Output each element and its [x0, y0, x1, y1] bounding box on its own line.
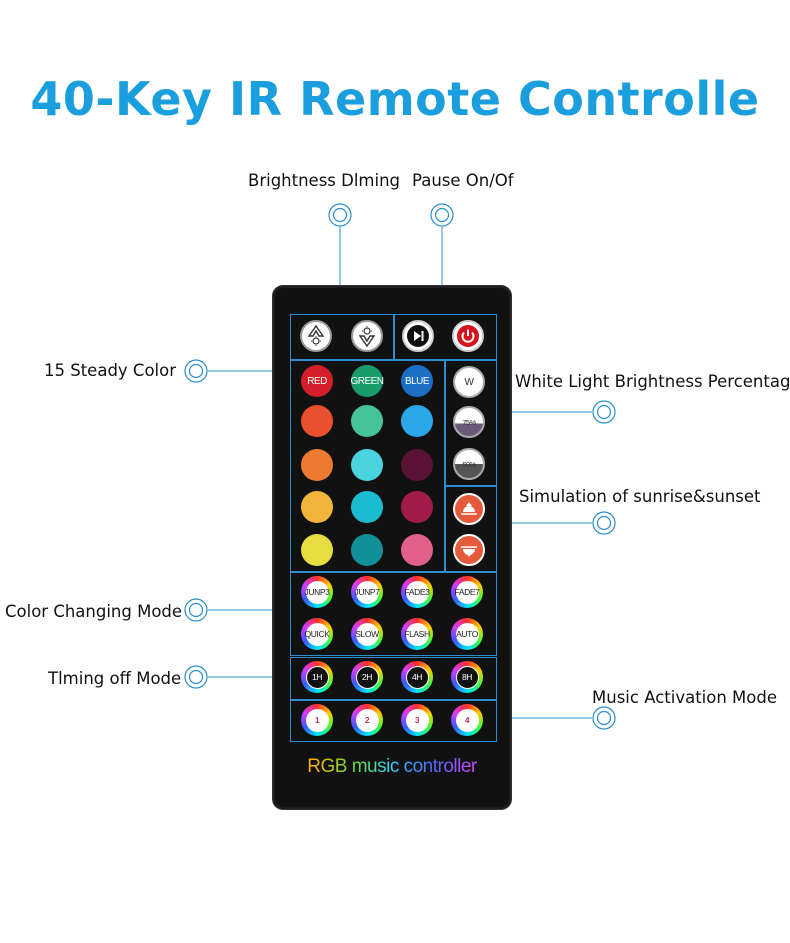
color-button[interactable] [401, 491, 433, 523]
equalizer-icon: 2 [355, 708, 379, 732]
label-timing-off: Tlming off Mode [48, 669, 182, 688]
equalizer-icon: 4 [455, 708, 479, 732]
bulb-icon: W [464, 376, 474, 388]
white-75-button[interactable]: 75% [453, 406, 485, 438]
group-timing-off [290, 657, 497, 700]
brightness-up-button[interactable] [300, 320, 332, 352]
mode-slow-button[interactable]: SLOW [351, 618, 383, 650]
power-button[interactable] [452, 320, 484, 352]
brand-label: RGB music controller [273, 756, 511, 778]
group-brightness [290, 314, 395, 360]
group-pause [393, 314, 497, 360]
brightness-down-button[interactable] [351, 320, 383, 352]
mode-quick-button[interactable]: QUICK [301, 618, 333, 650]
color-button[interactable] [401, 449, 433, 481]
mode-fade7-button[interactable]: FADE7 [451, 576, 483, 608]
color-button[interactable] [401, 534, 433, 566]
mode-fade3-button[interactable]: FADE3 [401, 576, 433, 608]
mode-flash-button[interactable]: FLASH [401, 618, 433, 650]
label-pause-on-off: Pause On/Of [412, 171, 514, 190]
label-white-brightness: White Light Brightness Percentage [515, 372, 790, 391]
equalizer-icon: 1 [305, 708, 329, 732]
timer-2h-button[interactable]: 2H [351, 661, 383, 693]
color-button[interactable] [301, 491, 333, 523]
label-sunrise-sunset: Simulation of sunrise&sunset [519, 487, 761, 506]
bulb-icon: 50% [462, 459, 476, 469]
music-mode-2-button[interactable]: 2 [351, 704, 383, 736]
equalizer-icon: 3 [405, 708, 429, 732]
group-color-changing [290, 572, 497, 656]
color-button[interactable] [301, 534, 333, 566]
group-sunrise [445, 486, 497, 572]
color-button[interactable] [351, 491, 383, 523]
mode-jump3-button[interactable]: JUNP3 [301, 576, 333, 608]
color-button[interactable] [351, 534, 383, 566]
play-pause-icon [407, 325, 429, 347]
brightness-down-icon [358, 326, 376, 347]
group-steady-color [290, 360, 445, 572]
page-title: 40-Key IR Remote Controlle [30, 72, 760, 126]
color-button[interactable] [301, 449, 333, 481]
music-mode-1-button[interactable]: 1 [301, 704, 333, 736]
bulb-icon: 75% [462, 417, 476, 427]
timer-1h-button[interactable]: 1H [301, 661, 333, 693]
color-button-red[interactable]: RED [301, 365, 333, 397]
white-light-button[interactable]: W [453, 366, 485, 398]
color-button[interactable] [351, 405, 383, 437]
group-white-brightness [445, 360, 497, 486]
label-steady-color: 15 Steady Color [44, 361, 177, 380]
color-button-green[interactable]: GREEN [350, 365, 384, 397]
label-music-activation: Music Activation Mode [592, 688, 777, 707]
brightness-up-icon [307, 325, 325, 346]
sunset-button[interactable] [453, 534, 485, 566]
power-icon [457, 325, 479, 347]
music-mode-4-button[interactable]: 4 [451, 704, 483, 736]
color-button-blue[interactable]: BLUE [401, 365, 433, 397]
play-pause-button[interactable] [402, 320, 434, 352]
mode-jump7-button[interactable]: JUNP7 [351, 576, 383, 608]
sunrise-icon [461, 502, 477, 515]
group-music [290, 700, 497, 742]
remote-body: RED GREEN BLUE W 75% 50% JUNP3 JUNP7 FAD… [273, 286, 511, 809]
music-mode-3-button[interactable]: 3 [401, 704, 433, 736]
mode-auto-button[interactable]: AUTO [451, 618, 483, 650]
timer-4h-button[interactable]: 4H [401, 661, 433, 693]
color-button[interactable] [351, 449, 383, 481]
timer-8h-button[interactable]: 8H [451, 661, 483, 693]
white-50-button[interactable]: 50% [453, 448, 485, 480]
sunrise-button[interactable] [453, 493, 485, 525]
label-brightness-dimming: Brightness Dlming [248, 171, 401, 190]
color-button[interactable] [301, 405, 333, 437]
color-button[interactable] [401, 405, 433, 437]
label-color-changing: Color Changing Mode [5, 602, 183, 621]
target-icons [184, 203, 616, 730]
sunset-icon [461, 546, 477, 557]
